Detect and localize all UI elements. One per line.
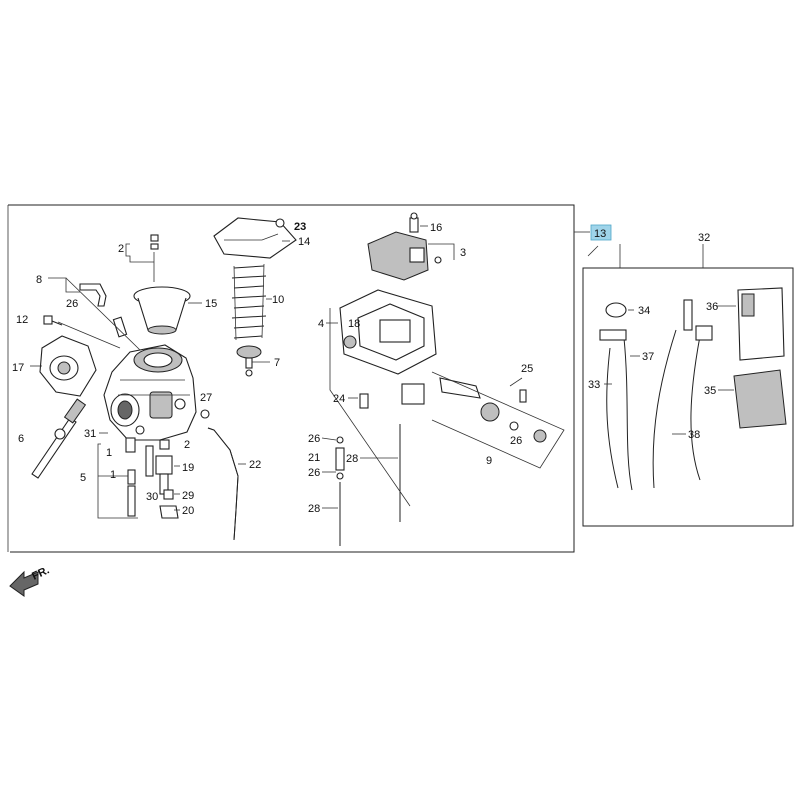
part-17-cover (39, 335, 97, 397)
part-9-float (401, 377, 547, 443)
carburetor-body (103, 344, 197, 441)
callout-14: 14 (298, 236, 310, 248)
part-14-cover (213, 217, 297, 259)
callout-33: 33 (588, 379, 600, 391)
callout-15: 15 (205, 298, 217, 310)
callout-32: 32 (698, 232, 710, 244)
callout-12: 12 (16, 314, 28, 326)
callout-30: 30 (146, 491, 158, 503)
jet-parts (125, 437, 179, 519)
leader-lines (30, 225, 736, 519)
group-c-box (329, 308, 565, 507)
callout-22: 22 (249, 459, 261, 471)
callout-6: 6 (18, 433, 24, 445)
callout-31: 31 (84, 428, 96, 440)
callout-26c: 26 (308, 433, 320, 445)
callout-9: 9 (486, 455, 492, 467)
part-7-diaphragm (236, 345, 262, 377)
callout-27: 27 (200, 392, 212, 404)
callout-4: 4 (318, 318, 324, 330)
callout-23: 23 (294, 221, 306, 233)
part-10-spring (231, 263, 267, 341)
callout-26d: 26 (308, 467, 320, 479)
callout-13-highlight (590, 224, 612, 241)
callout-17: 17 (12, 362, 24, 374)
callout-1b: 1 (110, 469, 116, 481)
part-24-pin (359, 393, 369, 409)
callout-38: 38 (688, 429, 700, 441)
part-8-hose (79, 283, 128, 338)
callout-3: 3 (460, 247, 466, 259)
callout-2a: 2 (118, 243, 124, 255)
part-35-holder (733, 369, 787, 429)
callout-19: 19 (182, 462, 194, 474)
part-16-valve (409, 212, 419, 233)
callout-37: 37 (642, 351, 654, 363)
part-33-37-38-harness (599, 299, 713, 491)
callout-2b: 2 (184, 439, 190, 451)
callout-18: 18 (348, 318, 360, 330)
callout-10: 10 (272, 294, 284, 306)
part-21-26-tube (335, 436, 345, 546)
part-3-bracket (367, 231, 442, 281)
callout-20: 20 (182, 505, 194, 517)
callout-29: 29 (182, 490, 194, 502)
callout-5: 5 (80, 472, 86, 484)
callout-24: 24 (333, 393, 345, 405)
part-4-float-chamber (339, 289, 437, 375)
callout-28b: 28 (308, 503, 320, 515)
callout-13: 13 (594, 228, 606, 240)
callout-8: 8 (36, 274, 42, 286)
callout-35: 35 (704, 385, 716, 397)
main-frame (7, 204, 575, 553)
part-22-tube (200, 409, 239, 541)
callout-36: 36 (706, 301, 718, 313)
part-15-funnel (133, 286, 191, 335)
callout-25: 25 (521, 363, 533, 375)
callout-26a: 26 (66, 298, 78, 310)
callout-16: 16 (430, 222, 442, 234)
part-36-module (737, 287, 785, 361)
callout-34: 34 (638, 305, 650, 317)
part-12-screw (43, 315, 63, 326)
callout-21: 21 (308, 452, 320, 464)
callout-28a: 28 (346, 453, 358, 465)
wiring-frame (582, 244, 794, 527)
callout-26b: 26 (510, 435, 522, 447)
part-2-screws (150, 234, 159, 282)
part-6-rod (31, 398, 87, 479)
callout-1a: 1 (106, 447, 112, 459)
front-direction-arrow (9, 570, 39, 597)
callout-labels: 2 8 26 15 12 17 6 31 1 2 5 1 19 30 29 20… (12, 221, 718, 517)
part-34-cap (605, 302, 627, 318)
front-marker-label: FR. (30, 564, 51, 582)
callout-7: 7 (274, 357, 280, 369)
